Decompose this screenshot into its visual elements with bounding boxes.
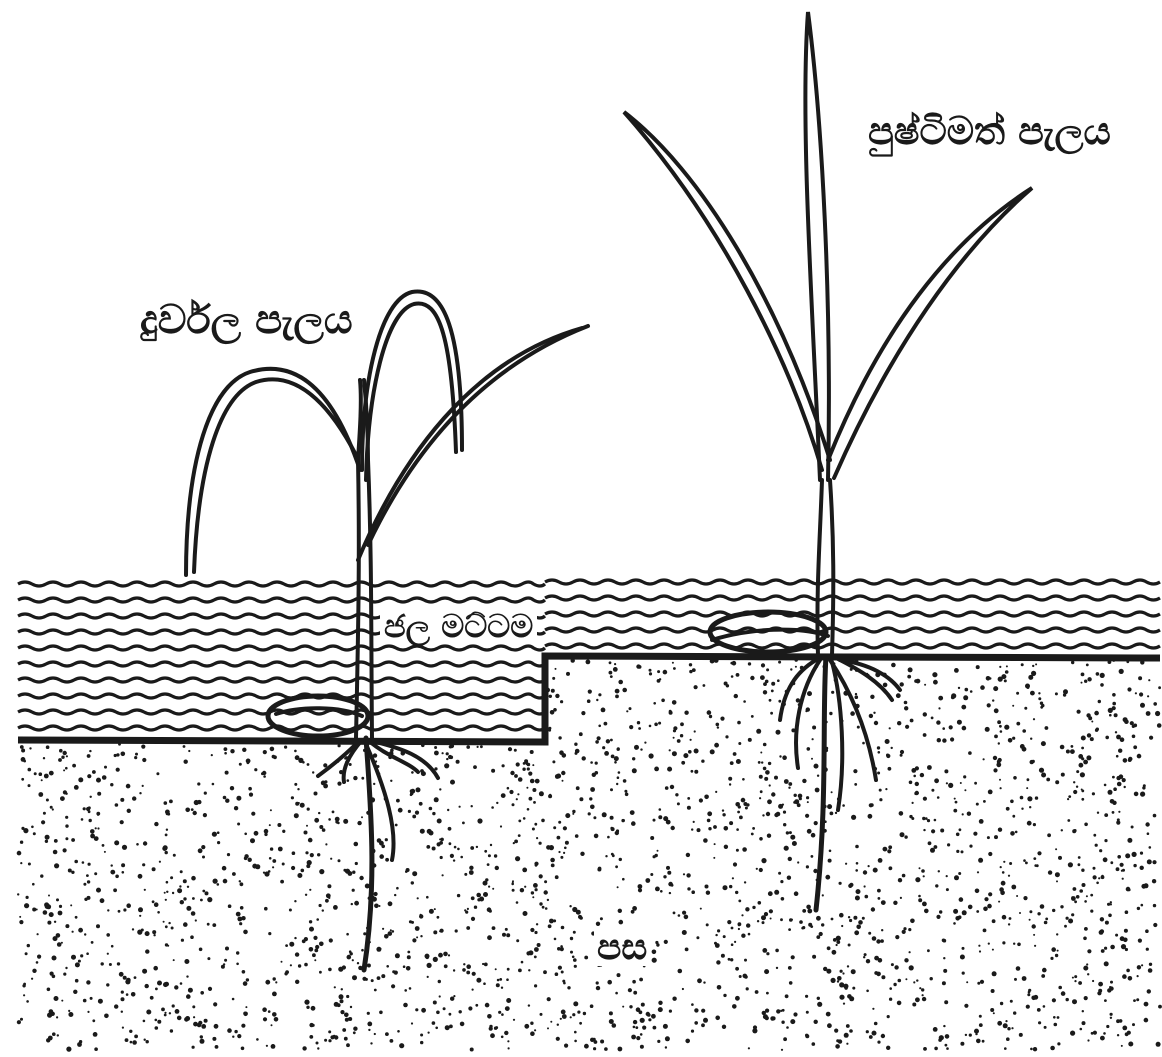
weak-seedling-label: දුර්වල පැලය xyxy=(140,300,353,340)
healthy-seedling-label: පුෂ්ටිමත් පැලය xyxy=(868,112,1111,150)
soil-label: පස xyxy=(594,930,650,966)
soil-region xyxy=(17,658,1162,1052)
water-level-label: ජල මට්ටම xyxy=(380,608,537,644)
